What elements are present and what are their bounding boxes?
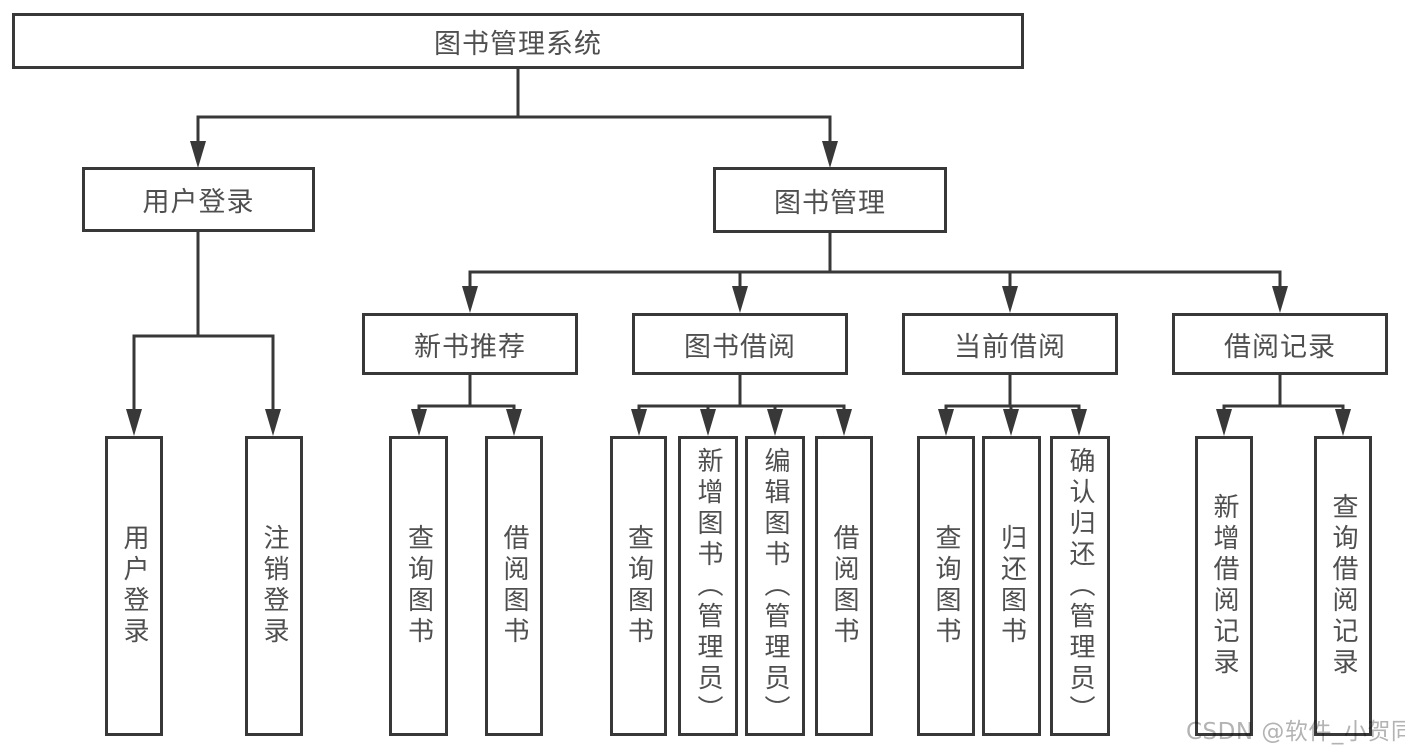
leaf-add-book-admin-label: 新增图书（管理员）	[693, 446, 723, 726]
leaf-query-book-current: 查询图书	[917, 436, 975, 736]
leaf-borrow-book: 借阅图书	[815, 436, 873, 736]
leaf-user-login-label: 用户登录	[119, 524, 149, 648]
leaf-return-book-label: 归还图书	[996, 524, 1027, 648]
leaf-confirm-return-admin: 确认归还（管理员）	[1050, 436, 1110, 736]
node-root-label: 图书管理系统	[434, 28, 602, 60]
node-current-borrow-label: 当前借阅	[954, 331, 1066, 363]
leaf-add-borrow-record: 新增借阅记录	[1195, 436, 1253, 736]
leaf-query-book-recommend-label: 查询图书	[403, 524, 434, 648]
leaf-query-borrow-record: 查询借阅记录	[1314, 436, 1372, 736]
leaf-query-book-recommend: 查询图书	[389, 436, 448, 736]
leaf-edit-book-admin: 编辑图书（管理员）	[745, 436, 805, 736]
leaf-borrow-book-recommend-label: 借阅图书	[499, 524, 529, 648]
node-borrow-records-label: 借阅记录	[1224, 331, 1336, 363]
leaf-add-book-admin: 新增图书（管理员）	[678, 436, 738, 736]
leaf-add-borrow-record-label: 新增借阅记录	[1209, 493, 1239, 679]
leaf-confirm-return-admin-label: 确认归还（管理员）	[1065, 446, 1095, 726]
leaf-borrow-book-recommend: 借阅图书	[485, 436, 543, 736]
node-new-book-recommend: 新书推荐	[362, 313, 578, 375]
leaf-query-book-borrow: 查询图书	[610, 436, 667, 736]
leaf-user-login: 用户登录	[105, 436, 163, 736]
leaf-borrow-book-label: 借阅图书	[829, 524, 859, 648]
leaf-logout: 注销登录	[245, 436, 303, 736]
node-book-borrow-label: 图书借阅	[684, 331, 796, 363]
leaf-query-borrow-record-label: 查询借阅记录	[1328, 493, 1358, 679]
leaf-query-book-borrow-label: 查询图书	[623, 524, 654, 648]
node-borrow-records: 借阅记录	[1172, 313, 1388, 375]
node-new-book-recommend-label: 新书推荐	[414, 331, 526, 363]
node-book-borrow: 图书借阅	[632, 313, 848, 375]
node-user-login-label: 用户登录	[142, 187, 255, 218]
leaf-edit-book-admin-label: 编辑图书（管理员）	[760, 446, 790, 726]
node-book-management-label: 图书管理	[774, 187, 886, 219]
leaf-query-book-current-label: 查询图书	[931, 524, 961, 648]
watermark-text: CSDN @软件_小贺同学	[1186, 719, 1405, 745]
arrowhead-group	[126, 141, 1351, 436]
leaf-return-book: 归还图书	[982, 436, 1041, 736]
node-book-management: 图书管理	[713, 167, 947, 233]
node-current-borrow: 当前借阅	[902, 313, 1118, 375]
node-root: 图书管理系统	[12, 13, 1024, 69]
node-user-login: 用户登录	[82, 167, 315, 232]
leaf-logout-label: 注销登录	[259, 524, 289, 648]
